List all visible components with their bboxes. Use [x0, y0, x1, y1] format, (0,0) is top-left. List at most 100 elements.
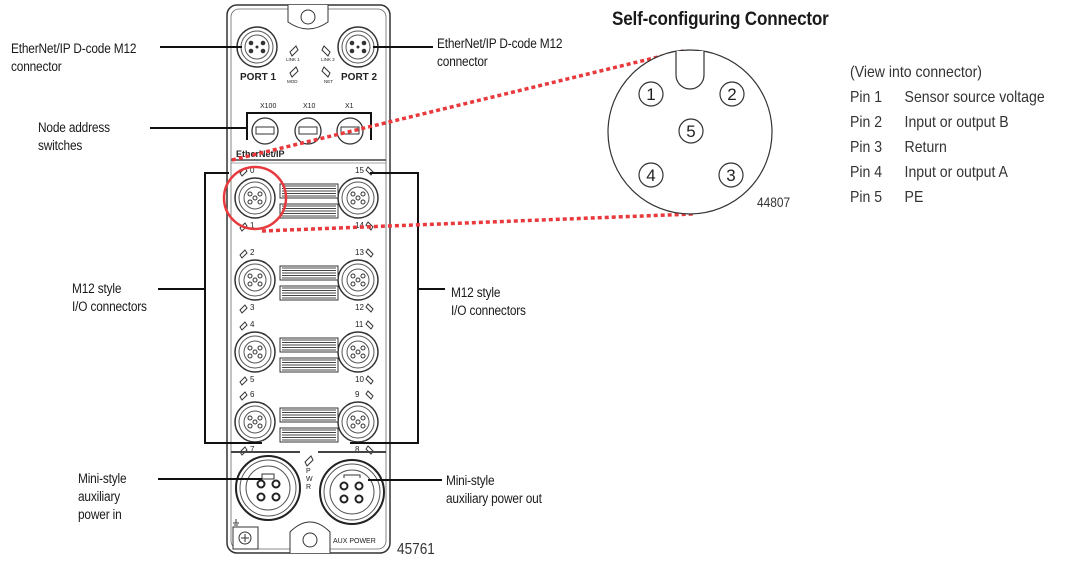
led-mod-icon: [289, 66, 299, 78]
io-cable-block: [279, 203, 339, 219]
io-cable-block: [279, 357, 339, 373]
io-led-icon: [239, 222, 248, 232]
io-led-icon: [365, 303, 374, 313]
connector-pin-number: 5: [686, 122, 695, 141]
io-led-icon: [365, 320, 374, 330]
io-number-right: 11: [355, 320, 364, 329]
callout-port2: EtherNet/IP D-code M12 connector: [437, 36, 563, 69]
connector-title: Self-configuring Connector: [612, 9, 829, 30]
io-connector-right: [337, 259, 379, 301]
io-number-left: 6: [250, 390, 255, 399]
callout-port1: EtherNet/IP D-code M12 connector: [11, 41, 137, 74]
io-led-icon: [239, 446, 248, 456]
aux-power-in-connector: [235, 455, 301, 521]
zoom-line-bottom: [261, 212, 694, 233]
aux-power-out-connector: [319, 459, 385, 525]
callout-aux-in: Mini-style auxiliary power in: [78, 471, 127, 522]
io-led-icon: [365, 445, 374, 455]
io-cable-block: [279, 183, 339, 199]
callout-io-left: M12 style I/O connectors: [72, 281, 147, 314]
switch-x100[interactable]: [251, 117, 279, 145]
port-1-connector: [236, 26, 278, 68]
io-cable-block: [279, 337, 339, 353]
connector-pin-3: 3: [718, 162, 744, 188]
pwr-label-p: P: [306, 468, 311, 475]
io-number-left: 4: [250, 320, 255, 329]
io-connector-right: [337, 401, 379, 443]
io-cable-block: [279, 285, 339, 301]
io-led-icon: [239, 321, 248, 331]
connector-pin-1: 1: [638, 81, 664, 107]
connector-pin-number: 3: [726, 166, 735, 185]
io-cable-block: [279, 427, 339, 443]
zoom-line-top: [231, 49, 684, 162]
led-icons: [289, 45, 331, 78]
io-connector-right: [337, 177, 379, 219]
io-number-right: 13: [355, 248, 364, 257]
io-number-right: 10: [355, 375, 364, 384]
callout-io-right: M12 style I/O connectors: [451, 285, 526, 318]
io-led-icon: [365, 390, 374, 400]
io-led-icon: [365, 248, 374, 258]
callout-aux-out: Mini-style auxiliary power out: [446, 473, 542, 506]
port-1-label: PORT 1: [240, 72, 277, 83]
led-link2-icon: [321, 45, 331, 57]
io-led-icon: [239, 304, 248, 314]
connector-pin-5: 5: [678, 118, 704, 144]
switch-x1-label: X1: [345, 103, 354, 110]
io-number-right: 12: [355, 303, 364, 312]
callout-node-switches: Node address switches: [38, 120, 110, 153]
device-figure-number: 45761: [397, 541, 435, 558]
highlight-circle: [222, 165, 288, 231]
led-link1-icon: [289, 45, 299, 57]
port-2-connector: [337, 26, 379, 68]
mounting-hole-top: [300, 9, 316, 25]
io-number-left: 7: [250, 445, 255, 454]
led-link2-label: LINK 2: [321, 57, 335, 62]
led-link1-label: LINK 1: [286, 57, 300, 62]
io-led-icon: [239, 376, 248, 386]
pwr-label-w: W: [306, 476, 313, 483]
pwr-led-icon: [304, 455, 314, 467]
io-connector-left: [234, 259, 276, 301]
pwr-label-r: R: [306, 484, 311, 491]
led-net-icon: [321, 66, 331, 78]
io-number-right: 14: [355, 221, 364, 230]
io-connector-left: [234, 331, 276, 373]
io-number-left: 3: [250, 303, 255, 312]
io-number-right: 9: [355, 390, 360, 399]
mounting-hole-bottom: [302, 532, 318, 548]
connector-pin-number: 4: [646, 166, 655, 185]
connector-figure-number: 44807: [757, 194, 791, 210]
io-cable-block: [279, 407, 339, 423]
io-cable-block: [279, 265, 339, 281]
ground-screw-icon: [232, 519, 259, 550]
led-mod-label: MOD: [287, 79, 298, 84]
io-right-bracket: [350, 172, 419, 444]
io-number-right: 8: [355, 445, 360, 454]
connector-key: [675, 51, 705, 90]
switch-x10[interactable]: [294, 117, 322, 145]
io-led-icon: [239, 249, 248, 259]
io-number-left: 2: [250, 248, 255, 257]
io-led-icon: [365, 166, 374, 176]
led-net-label: NET: [324, 79, 333, 84]
aux-power-label: AUX POWER: [333, 538, 376, 545]
io-connector-right: [337, 331, 379, 373]
io-led-icon: [239, 391, 248, 401]
connector-pin-number: 1: [646, 85, 655, 104]
switch-x100-label: X100: [260, 103, 276, 110]
io-connector-left: [234, 401, 276, 443]
port-2-label: PORT 2: [341, 72, 378, 83]
connector-pin-4: 4: [638, 162, 664, 188]
io-number-right: 15: [355, 166, 364, 175]
view-note: (View into connector): [850, 64, 982, 81]
